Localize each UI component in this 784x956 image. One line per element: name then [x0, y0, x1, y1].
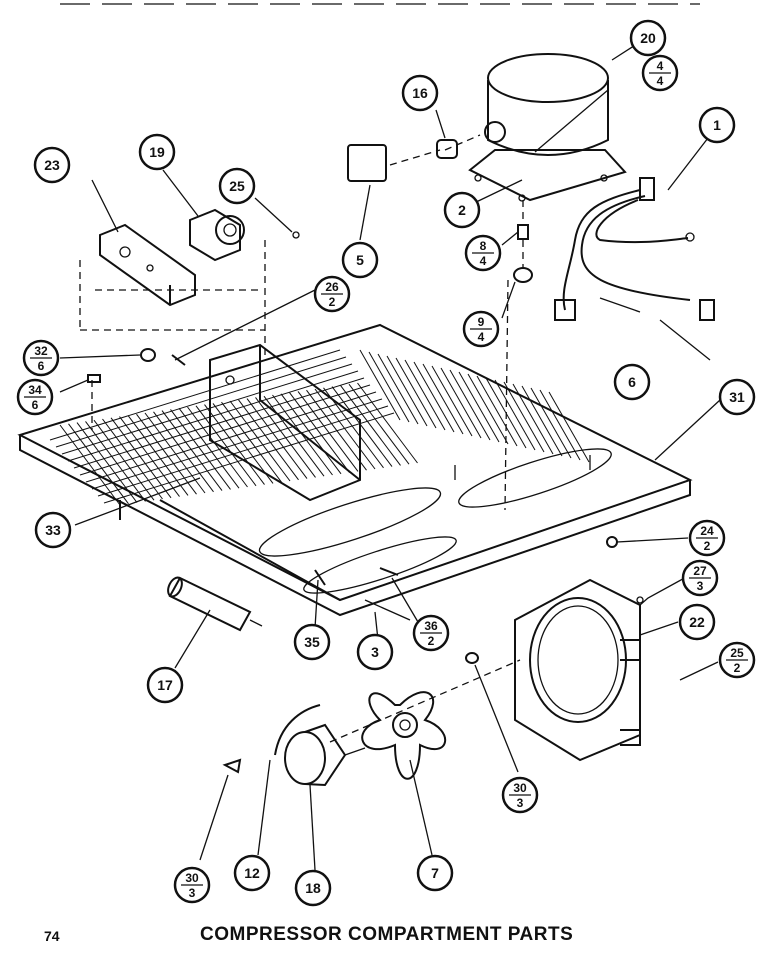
- callout-label: 17: [157, 677, 173, 693]
- callout-18: 18: [294, 869, 332, 907]
- fraction-callout-25-2: 252: [718, 641, 756, 679]
- callout-5: 5: [341, 241, 379, 279]
- fan-blade: [361, 691, 446, 780]
- fraction-bottom: 4: [657, 74, 664, 88]
- fraction-bottom: 6: [32, 398, 39, 412]
- callout-label: 2: [458, 202, 466, 218]
- fraction-callout-9-4: 94: [462, 310, 500, 348]
- fraction-bottom: 2: [734, 661, 741, 675]
- timer-part: [189, 208, 245, 262]
- callout-3: 3: [356, 633, 394, 671]
- fraction-top: 4: [657, 59, 664, 73]
- fraction-bottom: 6: [38, 359, 45, 373]
- fraction-top: 34: [28, 383, 42, 397]
- fraction-callout-32-6: 326: [22, 339, 60, 377]
- callout-label: 33: [45, 522, 61, 538]
- callout-25: 25: [218, 167, 256, 205]
- callout-label: 23: [44, 157, 60, 173]
- fraction-top: 26: [325, 280, 339, 294]
- base-pan: [17, 323, 693, 617]
- callout-19: 19: [138, 133, 176, 171]
- callout-label: 35: [304, 634, 320, 650]
- callout-16: 16: [401, 74, 439, 112]
- fraction-bottom: 3: [517, 796, 524, 810]
- fraction-callout-36-2: 362: [412, 614, 450, 652]
- page-number: 74: [44, 928, 60, 944]
- callout-22: 22: [678, 603, 716, 641]
- fraction-callout-34-6: 346: [16, 378, 54, 416]
- overload-part: [436, 139, 458, 159]
- callout-35: 35: [293, 623, 331, 661]
- callout-label: 7: [431, 865, 439, 881]
- callout-label: 12: [244, 865, 260, 881]
- fraction-bottom: 4: [478, 330, 485, 344]
- callout-label: 6: [628, 374, 636, 390]
- callout-33: 33: [34, 511, 72, 549]
- callout-label: 16: [412, 85, 428, 101]
- callout-label: 19: [149, 144, 165, 160]
- fraction-top: 25: [730, 646, 744, 660]
- fraction-callout-8-4: 84: [464, 234, 502, 272]
- fraction-top: 30: [513, 781, 527, 795]
- callout-1: 1: [698, 106, 736, 144]
- fraction-callout-4-4: 44: [641, 54, 679, 92]
- fraction-bottom: 3: [189, 886, 196, 900]
- fraction-top: 8: [480, 239, 487, 253]
- fraction-callout-30-3: 303: [173, 866, 211, 904]
- callout-label: 3: [371, 644, 379, 660]
- fraction-callout-26-2: 262: [313, 275, 351, 313]
- fraction-bottom: 4: [480, 254, 487, 268]
- condenser-coil: [49, 349, 590, 506]
- fraction-bottom: 2: [704, 539, 711, 553]
- fraction-top: 30: [185, 871, 199, 885]
- fraction-callout-27-3: 273: [681, 559, 719, 597]
- callout-12: 12: [233, 854, 271, 892]
- fraction-top: 9: [478, 315, 485, 329]
- fraction-top: 36: [424, 619, 438, 633]
- diagram-caption: COMPRESSOR COMPARTMENT PARTS: [200, 924, 574, 945]
- callout-31: 31: [718, 378, 756, 416]
- fraction-callout-24-2: 242: [688, 519, 726, 557]
- fraction-bottom: 2: [329, 295, 336, 309]
- callout-23: 23: [33, 146, 71, 184]
- wiring-harness: [554, 177, 715, 361]
- callout-label: 31: [729, 389, 745, 405]
- callout-7: 7: [416, 854, 454, 892]
- callout-label: 20: [640, 30, 656, 46]
- fraction-top: 27: [693, 564, 707, 578]
- callout-label: 18: [305, 880, 321, 896]
- fan-shroud: [514, 578, 641, 762]
- capacitor: [167, 576, 263, 632]
- callout-label: 5: [356, 252, 364, 268]
- callout-label: 25: [229, 178, 245, 194]
- fraction-bottom: 2: [428, 634, 435, 648]
- callout-17: 17: [146, 666, 184, 704]
- fraction-top: 32: [34, 344, 48, 358]
- fraction-bottom: 3: [697, 579, 704, 593]
- fan-motor: [284, 723, 366, 787]
- callout-label: 22: [689, 614, 705, 630]
- mounting-bracket: [99, 223, 196, 307]
- callout-6: 6: [613, 363, 651, 401]
- callout-2: 2: [443, 191, 481, 229]
- compressor: [468, 53, 627, 202]
- callout-20: 20: [629, 19, 667, 57]
- relay-part: [347, 144, 387, 182]
- fraction-callout-30-3: 303: [501, 776, 539, 814]
- fraction-top: 24: [700, 524, 714, 538]
- callout-label: 1: [713, 117, 721, 133]
